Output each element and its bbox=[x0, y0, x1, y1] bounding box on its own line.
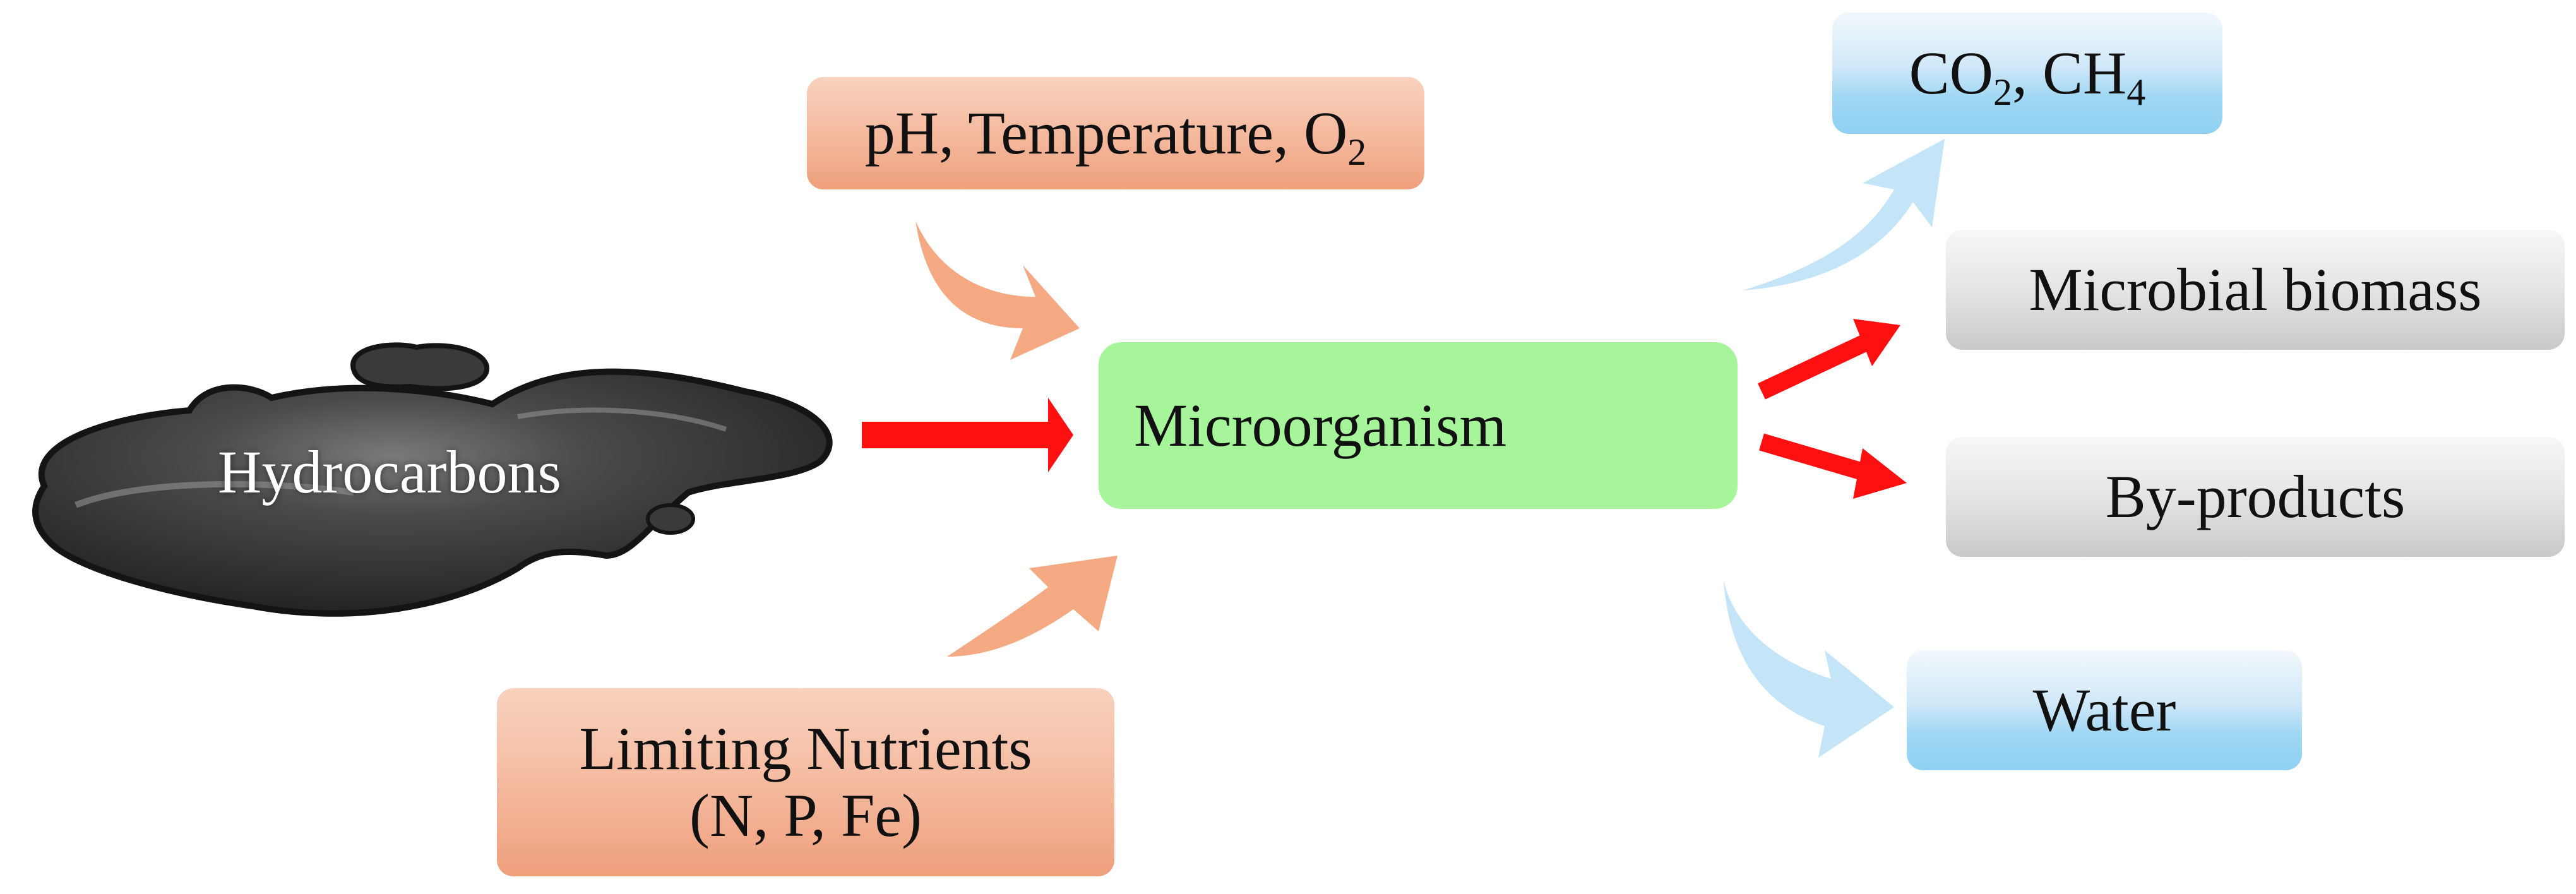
hydrocarbons-label: Hydrocarbons bbox=[218, 438, 561, 506]
oil-spill-icon bbox=[32, 342, 833, 617]
nutrients-line1: Limiting Nutrients bbox=[579, 715, 1032, 783]
conditions-box: pH, Temperature, O2 bbox=[807, 77, 1424, 189]
arrow-to-gases bbox=[1743, 139, 1945, 290]
water-label: Water bbox=[2032, 676, 2176, 744]
nutrients-box: Limiting Nutrients (N, P, Fe) bbox=[497, 688, 1114, 876]
byproducts-label: By-products bbox=[2105, 463, 2406, 531]
nutrients-line2: (N, P, Fe) bbox=[689, 782, 922, 849]
arrow-hydrocarbons-to-microorganism bbox=[862, 398, 1073, 472]
arrow-to-byproducts bbox=[1759, 433, 1907, 499]
biomass-label: Microbial biomass bbox=[2029, 256, 2482, 324]
water-box: Water bbox=[1907, 650, 2302, 770]
arrow-to-biomass bbox=[1758, 319, 1900, 400]
gases-box: CO2, CH4 bbox=[1832, 13, 2222, 134]
conditions-label: pH, Temperature, O2 bbox=[864, 99, 1367, 174]
microorganism-box: Microorganism bbox=[1099, 342, 1738, 509]
gases-label: CO2, CH4 bbox=[1909, 39, 2146, 114]
microorganism-label: Microorganism bbox=[1134, 391, 1507, 460]
arrow-nutrients-to-microorganism bbox=[947, 556, 1118, 657]
arrow-to-water bbox=[1724, 581, 1894, 758]
biomass-box: Microbial biomass bbox=[1946, 230, 2565, 350]
byproducts-box: By-products bbox=[1946, 437, 2565, 557]
arrow-conditions-to-microorganism bbox=[915, 221, 1080, 360]
